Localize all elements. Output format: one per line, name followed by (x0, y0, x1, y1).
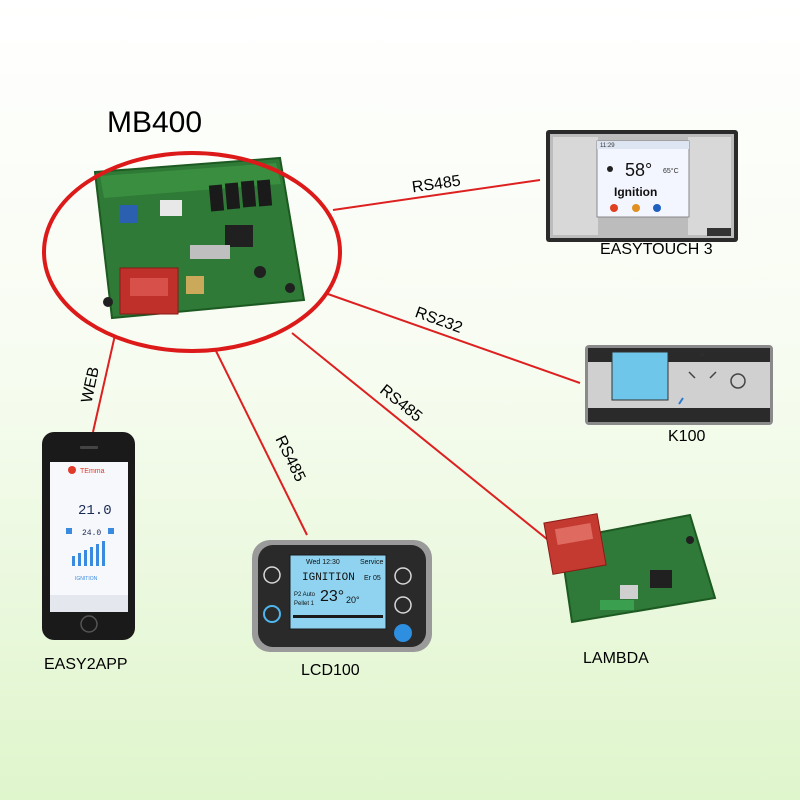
lcd100-screen-temp2: 20° (346, 595, 360, 605)
device-label-easy2app: EASY2APP (44, 656, 128, 673)
easytouch-screen-temp: 58° (625, 160, 652, 180)
lcd100-screen-temp: 23° (320, 588, 344, 605)
line-easytouch (332, 179, 541, 211)
easy2app-screen-temp: 21.0 (78, 503, 112, 519)
easy2app-screen-set: 24.0 (82, 529, 101, 538)
device-label-lcd100: LCD100 (301, 662, 360, 679)
line-k100 (324, 292, 581, 384)
easy2app-screen-status: IGNITION (75, 576, 98, 582)
line-lcd100 (215, 350, 308, 536)
line-lambda (291, 332, 559, 549)
mb400-highlight-ellipse (42, 151, 342, 353)
easy2app-screen-brand: TEmma (80, 468, 105, 475)
lambda-board (543, 513, 717, 624)
easytouch-screen-time: 11:29 (600, 143, 615, 149)
device-label-k100: K100 (668, 428, 706, 445)
mb400-title: MB400 (107, 106, 203, 139)
lcd100-screen-status: IGNITION (302, 572, 355, 584)
easytouch-device (546, 130, 738, 242)
lcd100-screen-top-right: Service (360, 559, 383, 566)
device-label-easytouch: EASYTOUCH 3 (600, 241, 713, 258)
k100-device: ^ (585, 345, 773, 425)
easytouch-screen-side-temp: 65°C (663, 167, 679, 175)
svg-text:^: ^ (700, 352, 705, 363)
easy2app-phone (42, 432, 135, 640)
mb400-board (93, 156, 306, 320)
device-label-lambda: LAMBDA (583, 650, 649, 667)
lcd100-screen-top-left: Wed 12:30 (306, 559, 340, 566)
lcd100-screen-code: Er 05 (364, 575, 381, 582)
lcd100-screen-pellet: Pellet 1 (294, 601, 315, 607)
lcd100-device (252, 540, 432, 652)
line-easy2app (92, 334, 116, 433)
easytouch-screen-status: Ignition (614, 185, 657, 199)
lcd100-screen-mode: P2 Auto (294, 592, 316, 598)
